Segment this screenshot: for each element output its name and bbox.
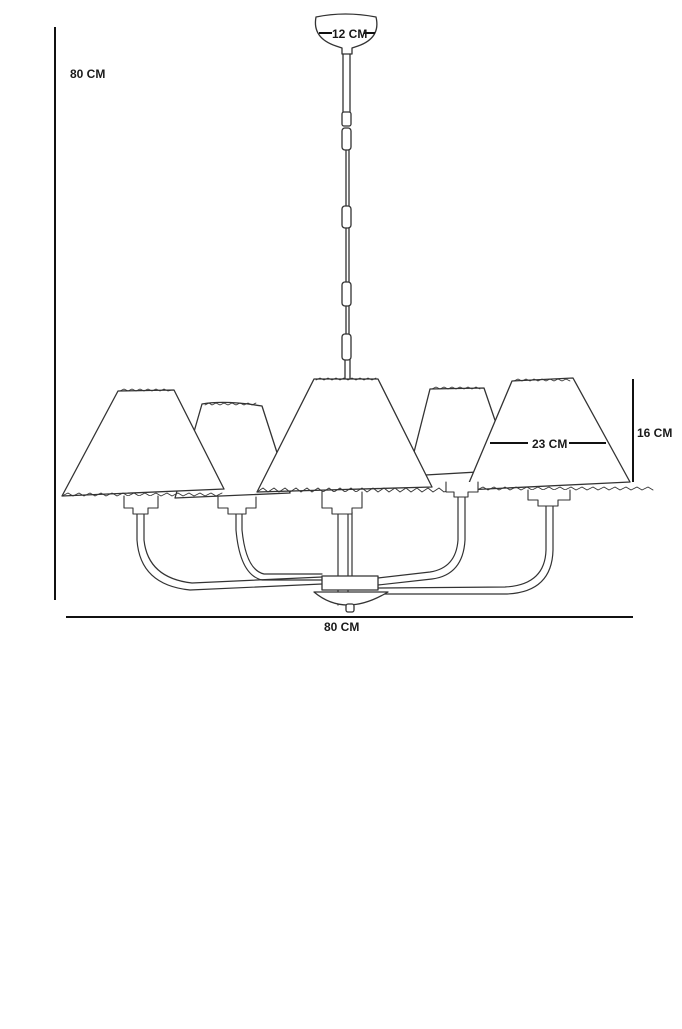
center-hub xyxy=(313,575,389,613)
chandelier-arms xyxy=(136,494,554,606)
total-height-label: 80 CM xyxy=(70,67,106,81)
total-width-label: 80 CM xyxy=(324,620,360,634)
shade-diameter-label: 23 CM xyxy=(530,437,570,451)
canopy-diameter-label: 12 CM xyxy=(332,27,368,41)
lampshade-far-left xyxy=(61,388,225,497)
suspension-chain xyxy=(341,53,352,381)
lampshade-center xyxy=(256,377,451,493)
shade-height-label: 16 CM xyxy=(637,426,673,440)
ceiling-canopy xyxy=(314,13,378,55)
lampshade-far-right xyxy=(465,377,654,491)
socket-cups xyxy=(123,481,571,515)
